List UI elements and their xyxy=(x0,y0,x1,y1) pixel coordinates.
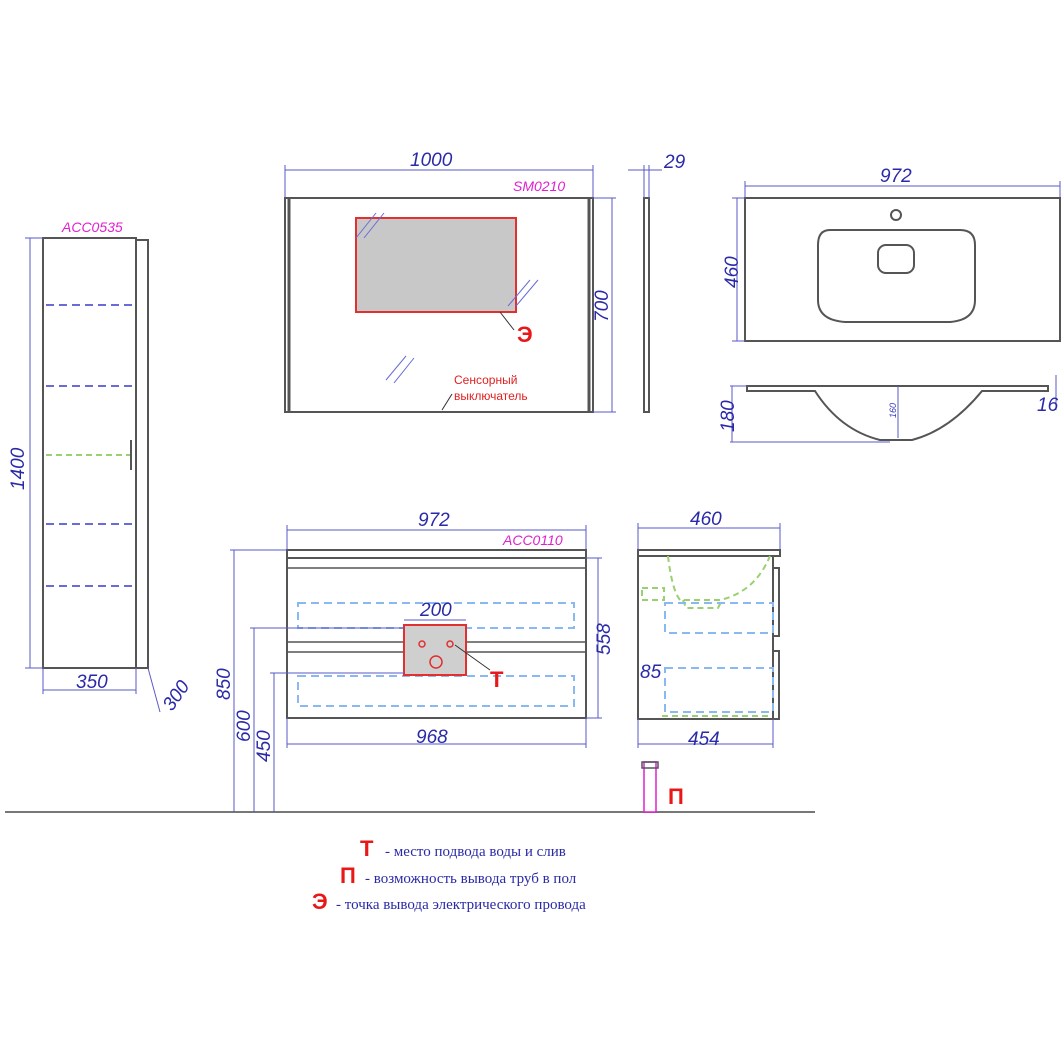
legend-marker-water: Т xyxy=(360,836,374,861)
vanity-front: 972 ACC0110 200 Т 558 968 850 600 450 xyxy=(214,510,615,812)
legend-text-electric: - точка вывода электрического провода xyxy=(336,897,586,913)
mirror-code: SM0210 xyxy=(513,178,565,194)
basin-height-dim: 180 xyxy=(718,400,739,432)
basin-rim-dim: 16 xyxy=(1037,395,1059,416)
legend-text-water: - место подвода воды и слив xyxy=(385,844,566,860)
legend-marker-floor: П xyxy=(340,863,356,888)
water-marker: Т xyxy=(490,667,504,692)
vanity-side: 460 85 454 П xyxy=(637,509,781,813)
mirror-depth-dim: 29 xyxy=(663,152,686,173)
legend: Т - место подвода воды и слив П - возмож… xyxy=(312,836,586,914)
basin-width-dim: 972 xyxy=(880,166,912,187)
total-height-dim: 850 xyxy=(214,668,235,700)
side-depth-dim: 460 xyxy=(690,509,722,530)
vanity-width-dim: 972 xyxy=(418,510,450,531)
vanity-bottom-width-dim: 968 xyxy=(416,727,448,748)
mirror-height-dim: 700 xyxy=(592,290,613,322)
column-depth-dim: 300 xyxy=(159,677,195,715)
height-450-dim: 450 xyxy=(254,730,275,762)
basin-side-view: 180 160 16 xyxy=(718,375,1059,443)
switch-label-1: Сенсорный xyxy=(454,373,517,387)
height-600-dim: 600 xyxy=(234,710,255,742)
floor-marker: П xyxy=(668,784,684,809)
basin-inner-dim: 160 xyxy=(888,403,898,418)
column-code: ACC0535 xyxy=(61,219,123,235)
mirror: 1000 SM0210 Э Сенсорный выключатель 700 … xyxy=(284,150,686,413)
switch-label-2: выключатель xyxy=(454,389,528,403)
legend-marker-electric: Э xyxy=(312,889,328,914)
legend-text-floor: - возможность вывода труб в пол xyxy=(365,871,577,887)
basin-depth-dim: 460 xyxy=(722,256,743,288)
basin-top-view: 972 460 xyxy=(722,166,1061,342)
side-85-dim: 85 xyxy=(640,662,662,683)
column-width-dim: 350 xyxy=(76,672,108,693)
service-width-dim: 200 xyxy=(419,600,452,621)
mirror-width-dim: 1000 xyxy=(410,150,453,171)
vanity-code: ACC0110 xyxy=(502,532,563,548)
column-cabinet: ACC0535 1400 350 300 xyxy=(8,219,195,715)
side-bottom-depth-dim: 454 xyxy=(688,729,720,750)
vanity-height-dim: 558 xyxy=(594,623,615,655)
column-height-dim: 1400 xyxy=(8,447,29,490)
electric-marker: Э xyxy=(517,322,533,347)
